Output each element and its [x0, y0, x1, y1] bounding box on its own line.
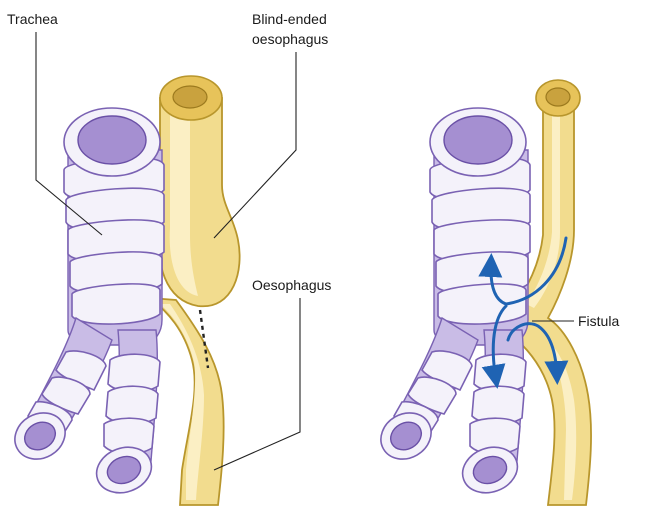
label-oesophagus: Oesophagus: [252, 277, 331, 293]
label-blind-oesophagus-line2: oesophagus: [252, 31, 328, 47]
left-bronchus-1: [6, 318, 112, 468]
left-trachea: [64, 108, 164, 345]
label-blind-oesophagus-line1: Blind-ended: [252, 11, 327, 27]
right-bronchus-1: [372, 318, 478, 468]
left-figure: Trachea Blind-ended oesophagus Oesophagu…: [6, 11, 331, 505]
label-fistula: Fistula: [578, 313, 619, 329]
left-blind-oesophagus: [159, 76, 240, 306]
leader-oesophagus: [214, 298, 300, 470]
right-trachea: [430, 108, 530, 345]
right-figure: Fistula: [372, 80, 619, 505]
label-trachea: Trachea: [7, 11, 58, 27]
